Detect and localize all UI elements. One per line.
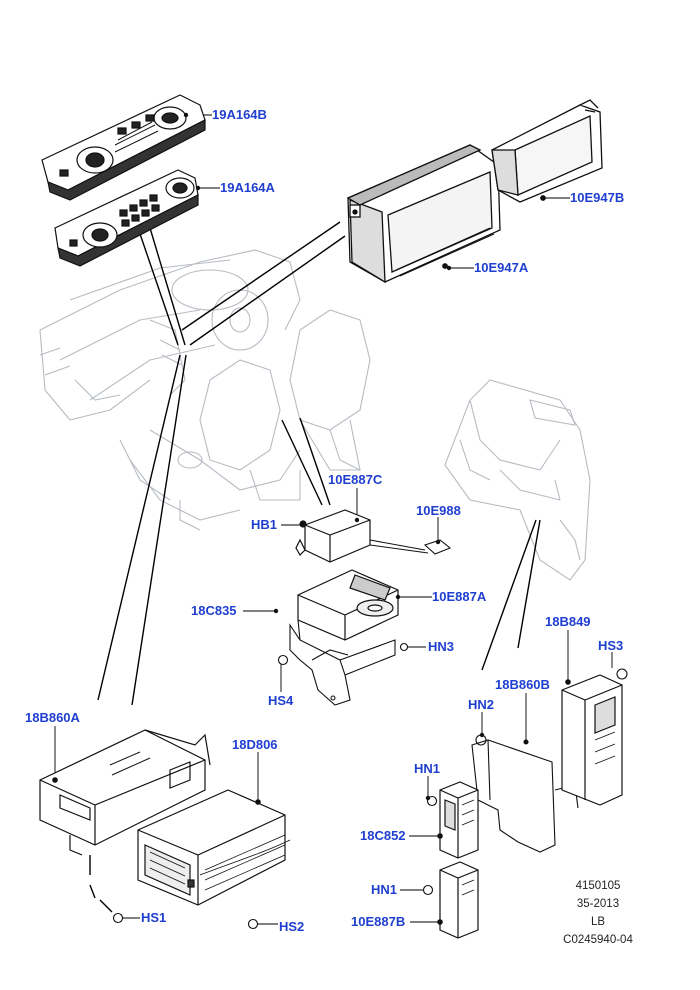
label-10E988: 10E988 xyxy=(416,503,461,518)
label-19A164B: 19A164B xyxy=(212,107,267,122)
rear-compartment-ghost xyxy=(444,379,591,581)
label-10E887C: 10E887C xyxy=(328,472,383,487)
bracket-18C835 xyxy=(277,619,409,706)
leader-dots xyxy=(183,112,485,801)
label-HS2: HS2 xyxy=(279,919,305,934)
label-18B860A: 18B860A xyxy=(25,710,80,725)
leader-lines xyxy=(54,114,613,925)
touch-screen-display-large xyxy=(346,144,501,284)
climate-control-panel-upper xyxy=(41,94,206,201)
label-10E887B: 10E887B xyxy=(351,914,406,929)
label-HN2: HN2 xyxy=(468,697,495,712)
ref-number: 4150105 xyxy=(575,880,621,892)
label-19A164A: 19A164A xyxy=(220,180,275,195)
label-HS4: HS4 xyxy=(268,693,294,708)
label-18C852: 18C852 xyxy=(360,828,406,843)
label-18C835: 18C835 xyxy=(191,603,237,618)
label-HS1: HS1 xyxy=(141,910,167,925)
bracket-18B860A xyxy=(39,729,211,856)
label-HB1: HB1 xyxy=(251,517,278,532)
label-18B860B: 18B860B xyxy=(495,677,550,692)
module-10E887A xyxy=(297,569,399,641)
module-10E887C xyxy=(295,509,429,563)
ref-date: 35-2013 xyxy=(576,898,620,910)
label-10E887A: 10E887A xyxy=(432,589,487,604)
label-10E947B: 10E947B xyxy=(570,190,625,205)
module-18B849 xyxy=(561,674,623,806)
module-18C852 xyxy=(437,781,479,859)
label-HN1-lower: HN1 xyxy=(371,882,398,897)
ref-market: LB xyxy=(590,916,606,928)
climate-control-panel-lower xyxy=(54,169,199,267)
label-HS3: HS3 xyxy=(598,638,624,653)
label-HN3: HN3 xyxy=(428,639,455,654)
location-lines xyxy=(89,221,541,913)
touch-screen-display-small xyxy=(491,99,603,203)
unit-18D806 xyxy=(137,789,291,906)
label-HN1-upper: HN1 xyxy=(414,761,441,776)
label-10E947A: 10E947A xyxy=(474,260,529,275)
label-18D806: 18D806 xyxy=(232,737,278,752)
label-18B849: 18B849 xyxy=(545,614,591,629)
pad-10E988 xyxy=(423,539,452,555)
vehicle-interior-ghost xyxy=(39,249,371,531)
module-10E887B xyxy=(437,861,479,939)
ref-illustration-id: C0245940-04 xyxy=(563,934,633,946)
